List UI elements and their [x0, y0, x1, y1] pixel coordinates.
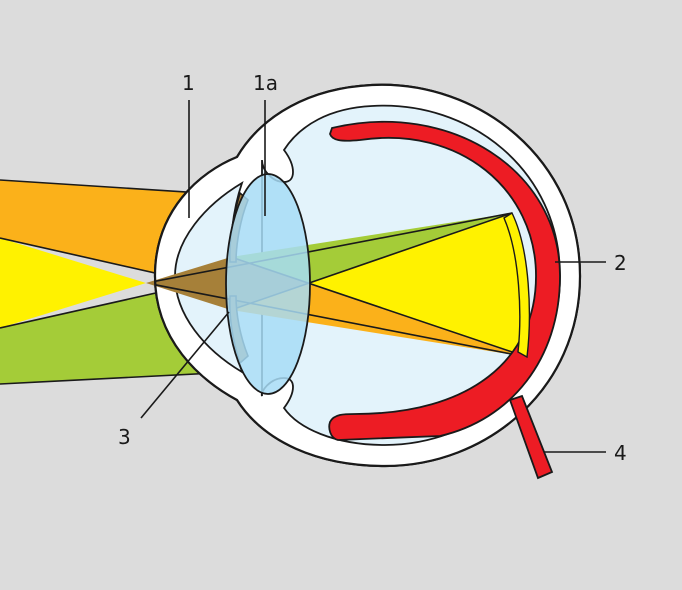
retina — [328, 120, 561, 441]
fovea-band — [503, 211, 531, 359]
label-iris: 3 — [118, 425, 131, 449]
leader-lines — [140, 100, 606, 453]
label-optic-nerve: 4 — [614, 441, 627, 465]
beam-yellow-focus — [310, 213, 527, 357]
beam-yellow-entry — [0, 238, 146, 328]
optic-nerve — [508, 394, 554, 480]
label-lens: 1a — [253, 71, 278, 95]
label-retina: 2 — [614, 251, 627, 275]
label-cornea: 1 — [182, 71, 195, 95]
lens — [225, 173, 311, 395]
